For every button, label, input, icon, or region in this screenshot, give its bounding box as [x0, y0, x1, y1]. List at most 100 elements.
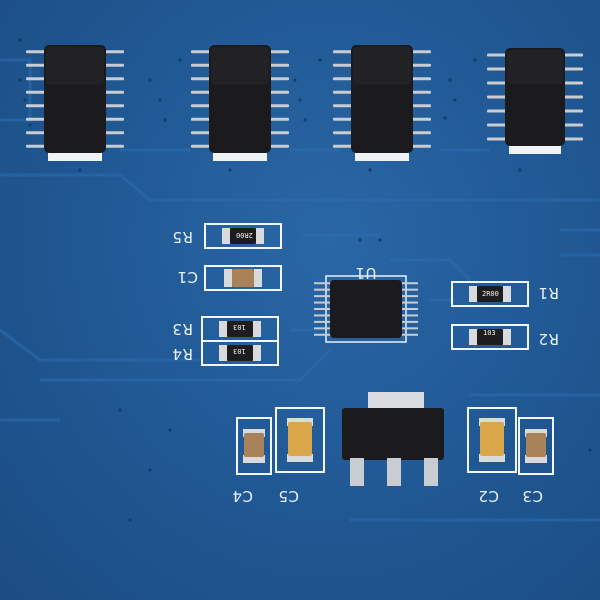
- regulator-body: [342, 408, 444, 460]
- resistor-r3-pad: [219, 321, 227, 337]
- ic-pin: [411, 63, 431, 67]
- ic-pin: [269, 77, 289, 81]
- u1-pin: [400, 308, 418, 310]
- u1-pin: [314, 308, 332, 310]
- ic-pad-outline: [509, 144, 561, 154]
- copper-trace: [40, 348, 332, 382]
- u1-pin: [314, 301, 332, 304]
- ic-pin: [411, 77, 431, 81]
- ic-pin: [411, 104, 431, 108]
- via: [18, 38, 22, 42]
- ic-pin: [333, 77, 353, 81]
- u1-pin: [314, 288, 332, 291]
- ic-pin: [411, 144, 431, 148]
- u1-pin: [400, 333, 418, 336]
- ic-pin: [333, 104, 353, 108]
- marking-r3: 103: [233, 323, 246, 331]
- ic-pin: [26, 50, 46, 54]
- ic-pin: [191, 77, 211, 81]
- ic-pad-outline: [48, 151, 102, 161]
- ic-sheen: [507, 50, 563, 85]
- label-r3: R3: [172, 320, 193, 338]
- label-r1: R1: [538, 284, 559, 302]
- ic-sheen: [211, 47, 269, 85]
- via: [228, 168, 232, 172]
- regulator-pin: [387, 458, 401, 486]
- ic-pin: [26, 77, 46, 81]
- label-c4: C4: [232, 487, 254, 505]
- u1-pin: [400, 314, 418, 317]
- u1-pin: [400, 288, 418, 291]
- u1-pin: [400, 295, 418, 298]
- regulator-tab: [368, 392, 424, 412]
- ic-pin: [333, 144, 353, 148]
- ic-pin: [333, 63, 353, 67]
- ic-pin: [411, 90, 431, 94]
- ic-pin: [563, 137, 583, 141]
- u1-pin: [314, 327, 332, 330]
- ic-pin: [269, 144, 289, 148]
- ic-pin: [487, 95, 507, 99]
- resistor-r1-silk: [451, 281, 529, 307]
- u1-pin: [314, 320, 332, 323]
- resistor-r4-pad: [219, 345, 227, 361]
- ic-pad-outline: [213, 151, 267, 161]
- ic-pin: [104, 131, 124, 135]
- copper-trace: [0, 328, 200, 362]
- copper-trace: [390, 258, 472, 282]
- via: [23, 98, 27, 102]
- tantalum-c5: [288, 422, 312, 456]
- ic-pin: [269, 131, 289, 135]
- ic-pin: [26, 144, 46, 148]
- u1-pin: [314, 282, 332, 285]
- capacitor-c1: [232, 269, 254, 287]
- ic-u1: [330, 280, 402, 338]
- ic-sheen: [46, 47, 104, 85]
- label-c5: C5: [278, 487, 300, 505]
- ic-pin: [104, 50, 124, 54]
- ic-pin: [563, 67, 583, 71]
- resistor-r4: [227, 345, 253, 361]
- ic-pin: [191, 104, 211, 108]
- ic-pin: [26, 63, 46, 67]
- resistor-r2: [477, 329, 503, 345]
- ic-pin: [269, 117, 289, 121]
- resistor-r4-pad: [253, 345, 261, 361]
- ic-pin: [191, 90, 211, 94]
- via: [28, 123, 32, 127]
- ic-pin: [269, 50, 289, 54]
- label-r4: R4: [172, 345, 193, 363]
- marking-r1: 2R00: [482, 290, 499, 298]
- resistor-r5: [230, 228, 256, 244]
- resistor-r3-pad: [253, 321, 261, 337]
- u1-pin: [314, 295, 332, 298]
- via: [163, 118, 167, 122]
- label-r5: R5: [172, 228, 193, 246]
- ic-pin: [333, 50, 353, 54]
- via: [298, 98, 302, 102]
- label-c1: C1: [177, 268, 199, 286]
- copper-trace: [0, 58, 32, 122]
- resistor-r1: [477, 286, 503, 302]
- via: [358, 238, 362, 242]
- capacitor-c4: [244, 433, 264, 457]
- ic-pin: [191, 117, 211, 121]
- ic-pin: [411, 117, 431, 121]
- ic-pin: [191, 63, 211, 67]
- ic-pin: [191, 144, 211, 148]
- resistor-r2-silk: [451, 324, 529, 350]
- ic-pin: [563, 53, 583, 57]
- ic-pin: [104, 63, 124, 67]
- copper-trace: [0, 173, 600, 202]
- via: [118, 408, 122, 412]
- tantalum-c5-pad: [287, 454, 313, 462]
- capacitor-c3: [526, 433, 546, 457]
- label-u1: U1: [355, 264, 377, 282]
- ic-pin: [191, 50, 211, 54]
- via: [368, 168, 372, 172]
- via: [78, 168, 82, 172]
- via: [473, 58, 477, 62]
- ic-pin: [26, 104, 46, 108]
